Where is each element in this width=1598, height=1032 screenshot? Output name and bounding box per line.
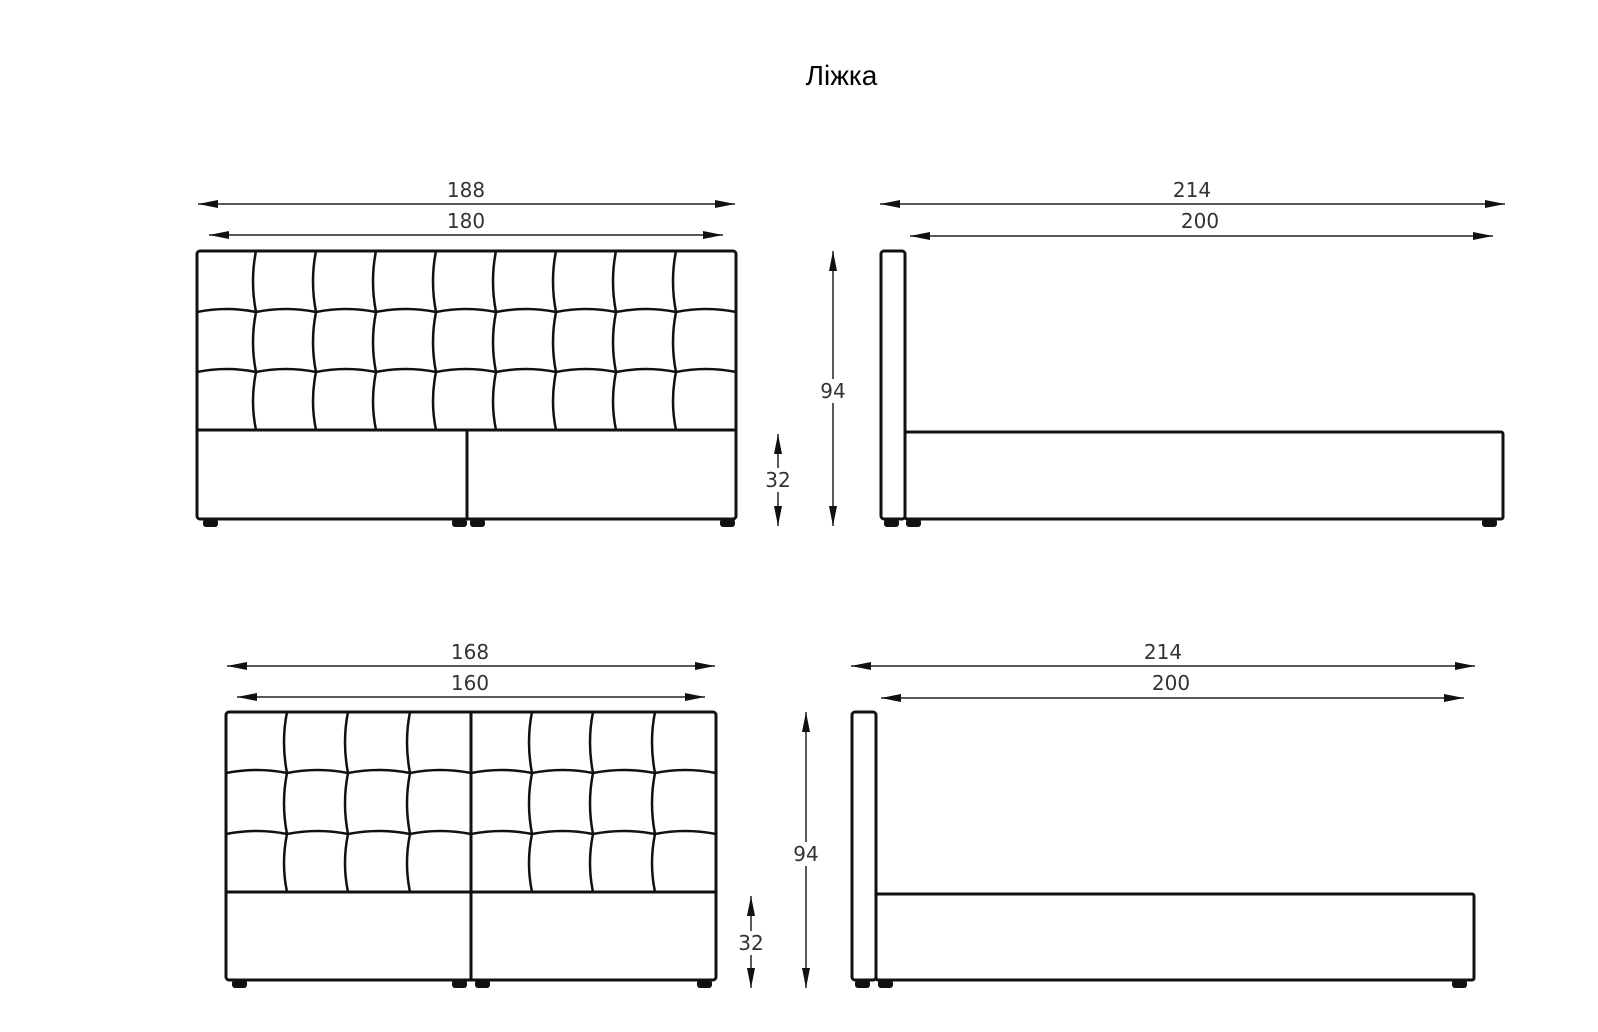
headboard-side	[850, 710, 878, 982]
inner-length-label: 200	[1152, 671, 1190, 695]
inner-width-label: 160	[451, 671, 489, 695]
legs	[884, 519, 1497, 527]
legs	[855, 980, 1467, 988]
height-label: 94	[820, 379, 845, 403]
outer-width-label: 188	[447, 178, 485, 202]
bed-1-side-view: 214 200	[879, 178, 1505, 527]
outer-width-label: 168	[451, 640, 489, 664]
outer-length-label: 214	[1144, 640, 1182, 664]
tufting-grid	[225, 711, 717, 893]
bed-frame-side	[903, 430, 1505, 521]
bed-2-front-view: 168 160 32 94	[224, 640, 822, 988]
base-height-label: 32	[738, 931, 763, 955]
tufting-grid	[196, 250, 737, 431]
base-height-label: 32	[765, 468, 790, 492]
inner-width-label: 180	[447, 209, 485, 233]
legs	[203, 519, 735, 527]
outer-length-label: 214	[1173, 178, 1211, 202]
bed-2-side-view: 214 200	[850, 640, 1476, 988]
legs	[232, 980, 712, 988]
page-title: Ліжка	[805, 60, 878, 91]
height-label: 94	[793, 842, 818, 866]
inner-length-label: 200	[1181, 209, 1219, 233]
bed-1-front-view: 188 180 32 94	[195, 178, 849, 527]
headboard-side	[879, 249, 907, 521]
bed-frame-side	[874, 892, 1476, 982]
